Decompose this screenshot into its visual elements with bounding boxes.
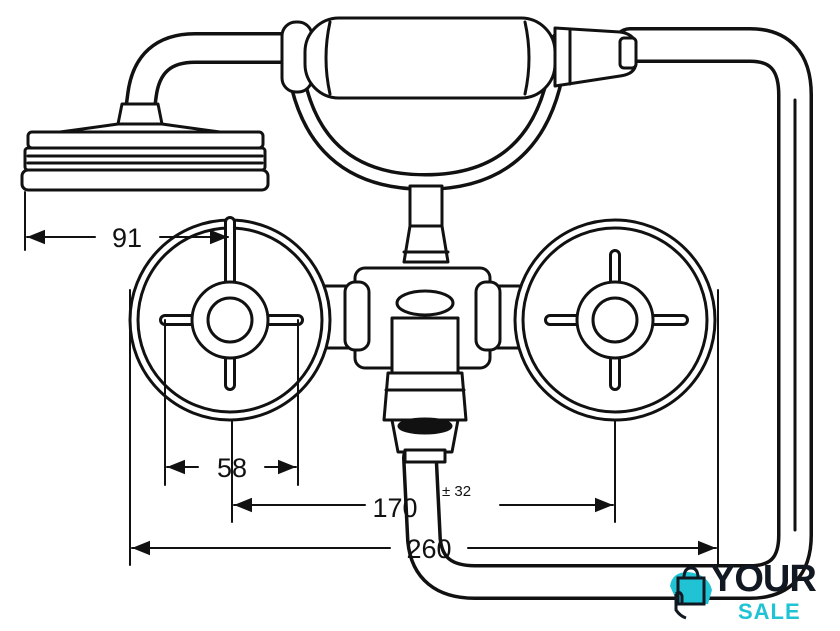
handset	[280, 16, 638, 100]
logo-text-your: YOUR	[710, 558, 817, 600]
dimension-260: 260	[406, 534, 451, 564]
dimension-tolerance: ± 32	[442, 483, 471, 500]
hose-right	[402, 27, 813, 600]
dimension-91: 91	[112, 223, 142, 253]
dimension-58: 58	[217, 453, 247, 483]
shower-head	[20, 102, 270, 192]
handset-cradle	[283, 31, 569, 191]
stem	[402, 184, 450, 264]
dimension-170: 170	[372, 493, 417, 523]
extension-lines	[24, 191, 719, 566]
handle-left	[128, 216, 332, 422]
your-sale-logo: YOUR SALE	[668, 560, 838, 626]
logo-text-sale: SALE	[738, 599, 801, 624]
dimension-lines	[26, 229, 717, 556]
handle-right	[513, 218, 717, 422]
shopping-bag-hand-icon	[670, 566, 712, 620]
hose-left	[124, 32, 306, 126]
